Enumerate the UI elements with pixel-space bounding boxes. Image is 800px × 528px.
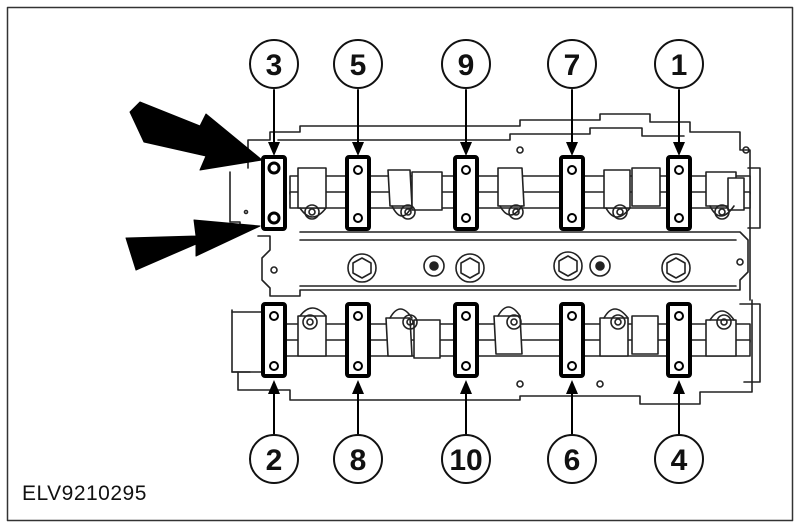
callout-circle: 10 — [441, 434, 491, 484]
bottom-callouts: 2 8 10 6 4 — [249, 434, 704, 484]
arrow-lower — [125, 219, 261, 271]
bearing-cap-1 — [666, 155, 692, 231]
deck-bolt — [423, 255, 445, 277]
top-callouts: 3 5 9 7 1 — [249, 39, 704, 89]
callout-circle: 3 — [249, 39, 299, 89]
callout-circle: 4 — [654, 434, 704, 484]
callout-circle: 6 — [547, 434, 597, 484]
callout-number: 5 — [350, 49, 367, 82]
callout-circle: 2 — [249, 434, 299, 484]
callout-circle: 7 — [547, 39, 597, 89]
bearing-cap-5 — [345, 155, 371, 231]
callout-number: 2 — [266, 444, 283, 477]
callout-circle: 1 — [654, 39, 704, 89]
center-deck-bolts — [347, 251, 691, 283]
bearing-cap-7 — [559, 155, 585, 231]
callout-circle: 5 — [333, 39, 383, 89]
deck-bolt — [661, 253, 691, 283]
bearing-cap-8 — [345, 302, 371, 378]
bearing-cap-6 — [559, 302, 585, 378]
bearing-cap-3 — [261, 155, 287, 231]
callout-circle: 9 — [441, 39, 491, 89]
arrow-upper — [129, 101, 263, 171]
callout-number: 6 — [564, 444, 581, 477]
deck-bolt — [347, 253, 377, 283]
figure-id-label: ELV9210295 — [22, 482, 147, 505]
callout-number: 9 — [458, 49, 475, 82]
callout-number: 4 — [671, 444, 688, 477]
bearing-cap-2 — [261, 302, 287, 378]
upper-camshaft — [289, 167, 751, 220]
callout-number: 7 — [564, 49, 581, 82]
bearing-cap-9 — [453, 155, 479, 231]
upper-bearing-caps — [261, 155, 692, 231]
lower-bearing-caps — [261, 302, 692, 378]
callout-leaders — [268, 89, 685, 435]
callout-number: 10 — [449, 444, 482, 477]
callout-number: 1 — [671, 49, 688, 82]
bearing-cap-10 — [453, 302, 479, 378]
callout-circle: 8 — [333, 434, 383, 484]
pointer-arrows — [125, 101, 263, 271]
deck-bolt — [455, 253, 485, 283]
bearing-cap-4 — [666, 302, 692, 378]
callout-number: 8 — [350, 444, 367, 477]
frame-border — [6, 6, 794, 522]
deck-bolt — [553, 251, 583, 281]
deck-bolt — [589, 255, 611, 277]
callout-number: 3 — [266, 49, 283, 82]
